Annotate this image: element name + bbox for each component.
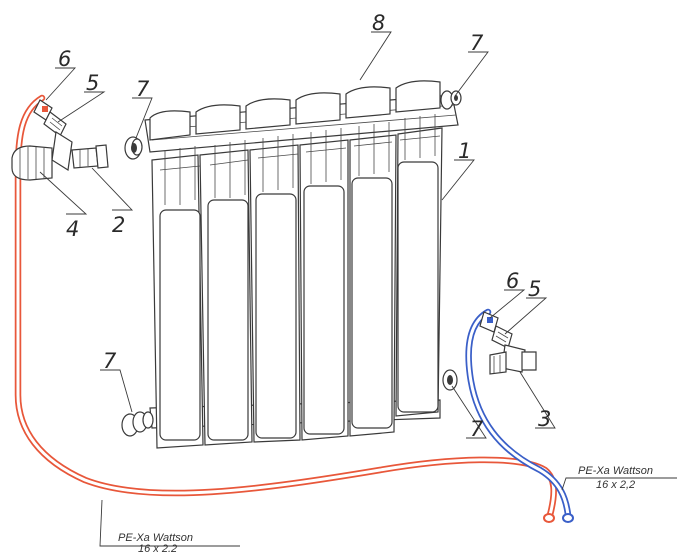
return-pipe-label: PE-Xa Wattson 16 x 2,2 (578, 465, 653, 491)
return-pipe-size: 16 x 2,2 (596, 479, 635, 491)
callout-3: 3 (538, 407, 551, 431)
callout-6-top: 6 (58, 47, 71, 71)
angle-valve-assembly (479, 311, 537, 375)
return-pipe-name: PE-Xa Wattson (578, 465, 653, 477)
callout-6-right: 6 (506, 269, 519, 293)
thermostatic-valve-assembly (11, 99, 109, 181)
plug-bottom-right (442, 369, 458, 391)
callout-1: 1 (458, 139, 471, 163)
callouts: 6 5 4 2 7 8 7 1 6 5 7 3 7 (58, 11, 551, 441)
supply-pipe-size: 16 x 2.2 (138, 543, 177, 553)
plug-top-right (440, 90, 462, 110)
callout-5-right: 5 (528, 277, 541, 301)
callout-7-bottom-left: 7 (103, 349, 117, 373)
supply-pipe-label: PE-Xa Wattson 16 x 2.2 (118, 532, 193, 553)
callout-8: 8 (372, 11, 385, 35)
return-pipe (465, 308, 574, 523)
plug-top-left (124, 136, 143, 160)
callout-7-bottom-right: 7 (470, 417, 484, 441)
plug-bottom-left (121, 411, 154, 437)
callout-4: 4 (66, 217, 79, 241)
callout-7-top-left: 7 (136, 77, 150, 101)
radiator (144, 80, 459, 449)
callout-5-top: 5 (86, 71, 99, 95)
callout-7-top-right: 7 (470, 31, 484, 55)
leader-lines (39, 31, 677, 547)
callout-2: 2 (112, 213, 125, 237)
supply-pipe-name: PE-Xa Wattson (118, 532, 193, 544)
